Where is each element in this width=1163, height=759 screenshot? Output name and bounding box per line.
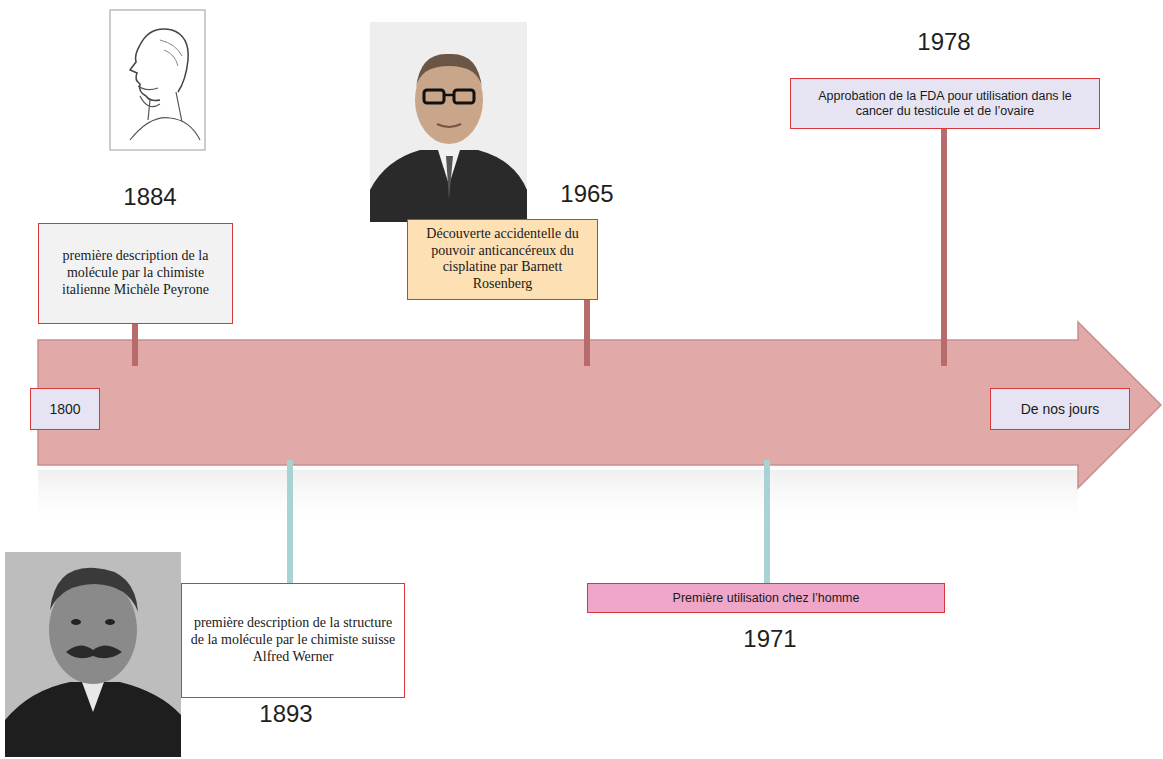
tick xyxy=(584,300,590,366)
event-text: Découverte accidentelle du pouvoir antic… xyxy=(416,226,589,293)
event-box: De nos jours xyxy=(990,388,1130,430)
year-label: 1971 xyxy=(743,625,796,653)
event-text: Approbation de la FDA pour utilisation d… xyxy=(799,89,1091,119)
timeline-arrow xyxy=(38,322,1161,488)
year-label: 1978 xyxy=(917,28,970,56)
portrait-sketch xyxy=(110,10,205,150)
year-label: 1965 xyxy=(560,180,613,208)
event-text: 1800 xyxy=(49,401,80,418)
tick xyxy=(941,129,947,366)
event-box: 1800 xyxy=(30,388,100,430)
year-label: 1884 xyxy=(123,183,176,211)
event-text: première description de la molécule par … xyxy=(47,248,224,298)
tick xyxy=(287,460,293,583)
year-label: 1893 xyxy=(259,700,312,728)
event-text: De nos jours xyxy=(1021,401,1100,418)
event-box: première description de la structure de … xyxy=(181,583,405,698)
event-text: Première utilisation chez l’homme xyxy=(673,591,860,606)
portrait-photo xyxy=(370,22,527,222)
event-text: première description de la structure de … xyxy=(190,615,396,665)
tick xyxy=(764,460,770,583)
event-box: première description de la molécule par … xyxy=(38,223,233,324)
event-box: Approbation de la FDA pour utilisation d… xyxy=(790,78,1100,129)
event-box: Première utilisation chez l’homme xyxy=(587,583,945,613)
tick xyxy=(132,324,138,366)
event-box: Découverte accidentelle du pouvoir antic… xyxy=(407,219,598,300)
portrait-photo xyxy=(5,552,181,757)
arrow-reflection xyxy=(38,470,1078,530)
